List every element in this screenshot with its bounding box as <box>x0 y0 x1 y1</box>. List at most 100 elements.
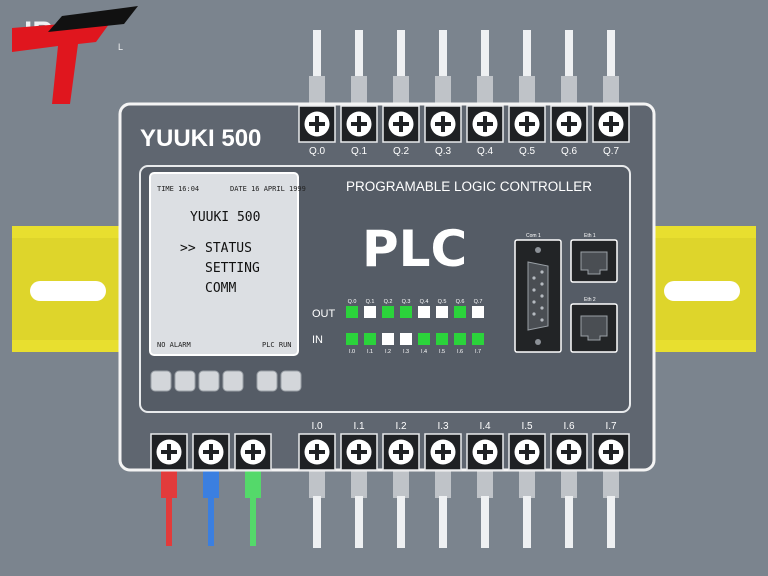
lcd-title: YUUKI 500 <box>190 210 260 225</box>
output-terminal-label: Q.5 <box>519 146 536 157</box>
output-wire <box>397 30 405 80</box>
input-terminal-label: I.0 <box>311 421 323 432</box>
power-wire-sleeve <box>203 470 219 498</box>
lcd-status-left: NO ALARM <box>157 341 191 349</box>
power-terminal[interactable] <box>150 433 188 471</box>
eth1-label: Eth 1 <box>584 233 596 239</box>
output-terminal-label: Q.7 <box>603 146 620 157</box>
logo-mark <box>12 20 112 104</box>
input-wire <box>481 496 489 548</box>
input-terminal[interactable] <box>592 433 630 471</box>
output-wire-ferrule <box>393 76 409 106</box>
lcd-menu-comm: COMM <box>205 281 236 296</box>
input-wire <box>607 496 615 548</box>
input-led-label: I.2 <box>385 349 391 355</box>
input-terminal[interactable] <box>298 433 336 471</box>
output-wire <box>523 30 531 80</box>
lcd-cursor: >> <box>180 241 196 256</box>
output-wire-ferrule <box>435 76 451 106</box>
keypad <box>150 370 302 392</box>
input-wire-ferrule <box>309 468 325 498</box>
power-wire-sleeve <box>161 470 177 498</box>
output-terminal-label: Q.6 <box>561 146 578 157</box>
input-led <box>346 333 358 345</box>
input-led <box>364 333 376 345</box>
power-terminals <box>150 433 272 471</box>
input-wire <box>439 496 447 548</box>
lcd-menu-setting: SETTING <box>205 261 260 276</box>
output-wire <box>607 30 615 80</box>
input-terminal[interactable] <box>466 433 504 471</box>
key-6[interactable] <box>280 370 302 392</box>
input-led-label: I.3 <box>403 349 409 355</box>
output-wire <box>481 30 489 80</box>
key-4[interactable] <box>222 370 244 392</box>
out-row-label: OUT <box>312 308 336 320</box>
output-terminal[interactable] <box>466 105 504 143</box>
output-terminal[interactable] <box>424 105 462 143</box>
input-terminal-label: I.4 <box>479 421 491 432</box>
input-wire <box>523 496 531 548</box>
eth-port-2: Eth 2 <box>570 297 618 353</box>
input-terminal[interactable] <box>424 433 462 471</box>
input-led-label: I.6 <box>457 349 463 355</box>
key-5[interactable] <box>256 370 278 392</box>
din-rail-right <box>652 226 756 352</box>
plc-big-label: PLC <box>362 220 467 278</box>
lcd-menu-status: STATUS <box>205 241 252 256</box>
input-led <box>472 333 484 345</box>
output-terminal-label: Q.3 <box>435 146 452 157</box>
output-terminal[interactable] <box>592 105 630 143</box>
output-led <box>382 306 394 318</box>
input-terminal[interactable] <box>382 433 420 471</box>
com-port: Com 1 <box>514 233 562 353</box>
input-terminal-label: I.7 <box>605 421 617 432</box>
input-wire <box>397 496 405 548</box>
key-2[interactable] <box>174 370 196 392</box>
input-led <box>400 333 412 345</box>
output-led <box>364 306 376 318</box>
output-led-label: Q.4 <box>420 299 429 305</box>
input-terminal[interactable] <box>550 433 588 471</box>
lcd-status-right: PLC RUN <box>262 341 292 349</box>
output-wire-ferrule <box>519 76 535 106</box>
input-terminal-label: I.1 <box>353 421 365 432</box>
input-wire-ferrule <box>393 468 409 498</box>
output-led-label: Q.3 <box>402 299 411 305</box>
input-wires <box>309 468 619 548</box>
logo-tagline: L <box>118 42 123 52</box>
input-led <box>418 333 430 345</box>
model-label: YUUKI 500 <box>140 125 261 152</box>
input-terminal-label: I.3 <box>437 421 449 432</box>
power-terminal[interactable] <box>192 433 230 471</box>
input-terminal[interactable] <box>508 433 546 471</box>
power-wire-sleeve <box>245 470 261 498</box>
key-1[interactable] <box>150 370 172 392</box>
power-terminal[interactable] <box>234 433 272 471</box>
output-led <box>454 306 466 318</box>
din-rail-left <box>12 226 122 352</box>
output-terminal[interactable] <box>298 105 336 143</box>
lcd-date: DATE 16 APRIL 1999 <box>230 185 306 193</box>
input-wire-ferrule <box>603 468 619 498</box>
input-terminal[interactable] <box>340 433 378 471</box>
input-terminal-label: I.6 <box>563 421 575 432</box>
output-terminal[interactable] <box>508 105 546 143</box>
output-terminal[interactable] <box>550 105 588 143</box>
output-terminal[interactable] <box>382 105 420 143</box>
output-led-label: Q.5 <box>438 299 447 305</box>
lcd-display: TIME 16:04 DATE 16 APRIL 1999 YUUKI 500 … <box>149 172 306 356</box>
output-wire-ferrule <box>309 76 325 106</box>
input-led-label: I.4 <box>421 349 427 355</box>
power-wire <box>208 496 214 546</box>
input-wire-ferrule <box>561 468 577 498</box>
input-terminal-label: I.2 <box>395 421 407 432</box>
power-wire <box>166 496 172 546</box>
lcd-time: TIME 16:04 <box>157 185 199 193</box>
output-terminal[interactable] <box>340 105 378 143</box>
key-3[interactable] <box>198 370 220 392</box>
